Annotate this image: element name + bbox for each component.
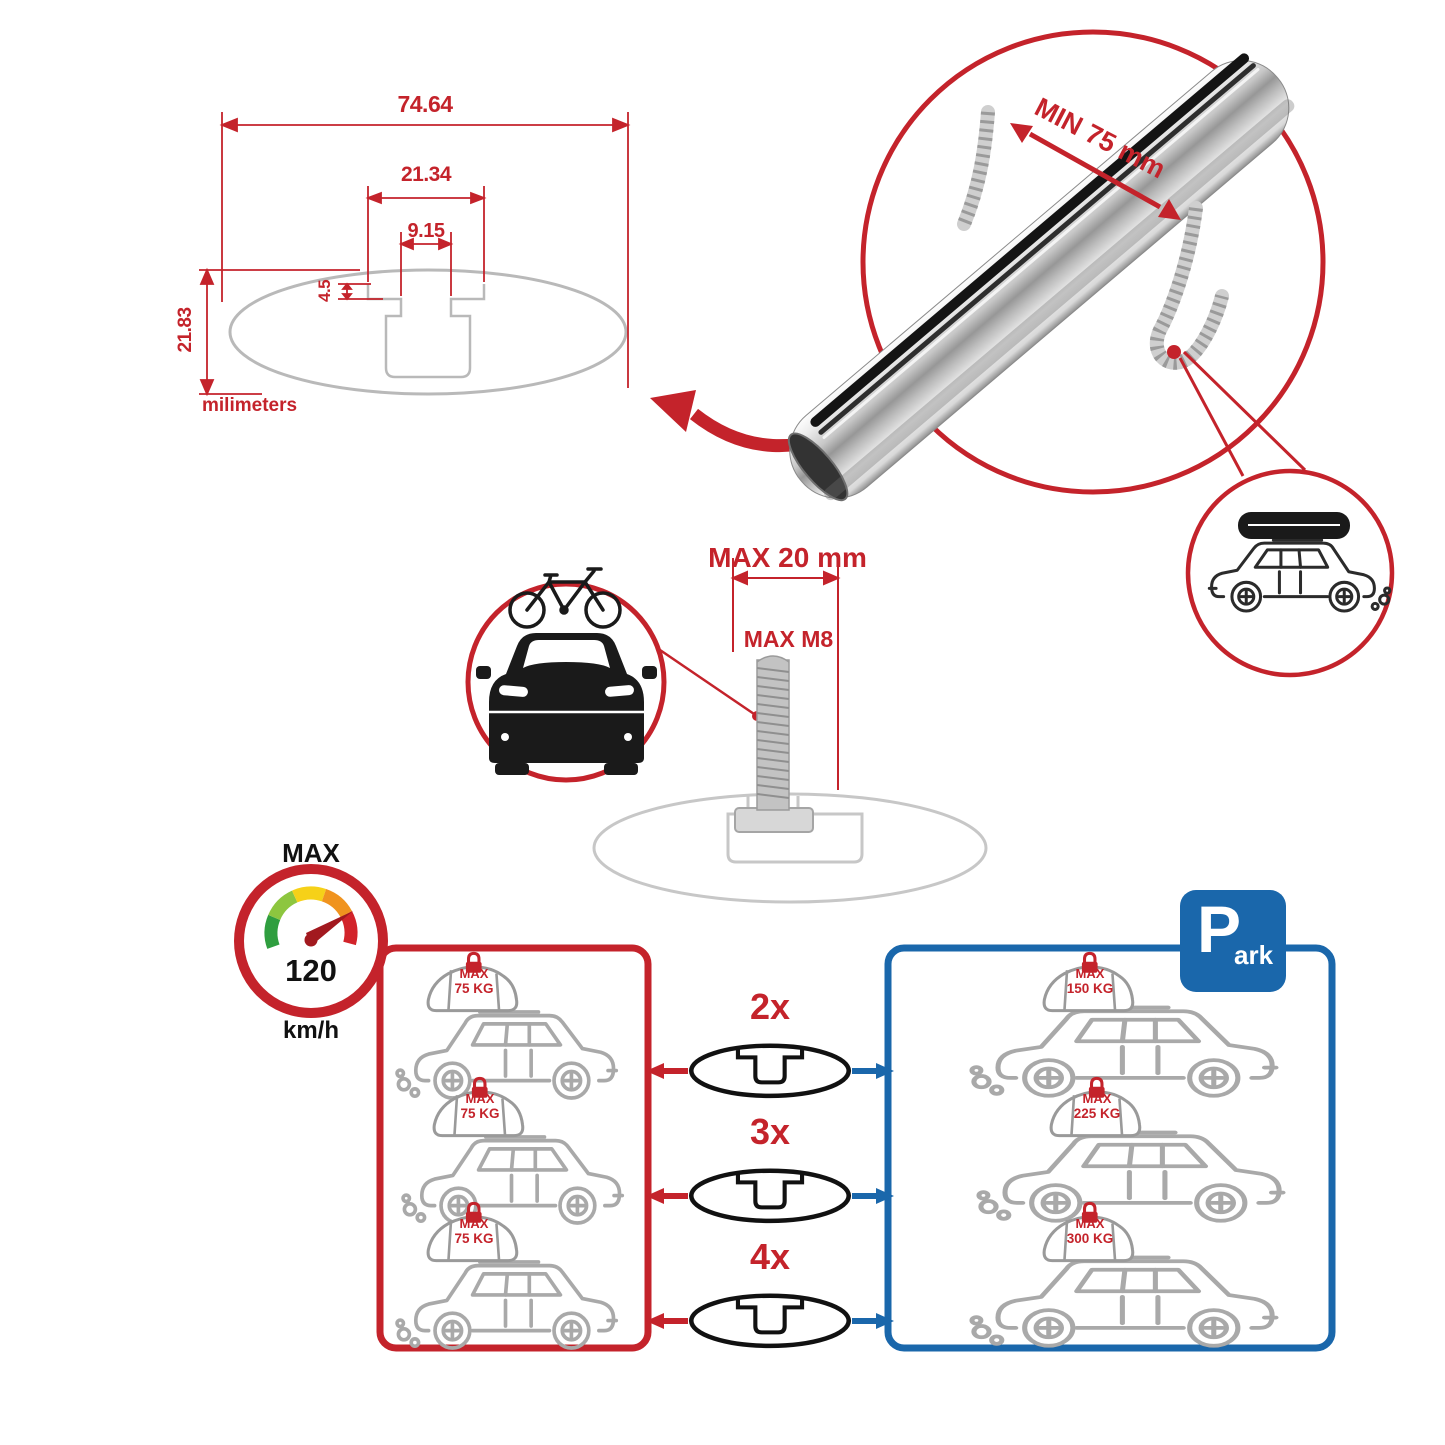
crossbar-section-icon xyxy=(691,1171,849,1221)
dimension-lines xyxy=(199,112,631,397)
bolt-icon xyxy=(734,655,814,833)
crossbar-section-icon xyxy=(691,1046,849,1096)
bolt-max-thread-label: MAX M8 xyxy=(743,626,834,652)
min-75-arrow xyxy=(1010,123,1181,220)
unit-label: milimeters xyxy=(202,395,298,416)
callout-dot xyxy=(1167,345,1181,359)
bolt-section xyxy=(465,558,988,904)
multiplier-3x: 3x xyxy=(749,1111,791,1152)
dimension-slot-depth: 4.5 xyxy=(315,279,335,302)
parking-letter: P xyxy=(1196,892,1242,966)
bar-quantity-rows xyxy=(646,1046,894,1346)
clamp-rod-rear xyxy=(957,105,995,231)
crossbar-section-icon xyxy=(691,1296,849,1346)
aluminum-crossbar xyxy=(787,53,1295,502)
parking-suffix: ark xyxy=(1234,940,1274,970)
bike-icon xyxy=(508,567,622,629)
multiplier-4x: 4x xyxy=(749,1236,791,1277)
dimension-flange-width: 21.34 xyxy=(400,163,452,186)
bolt-dimension-lines xyxy=(730,558,841,790)
dimension-height: 21.83 xyxy=(175,307,197,353)
speed-max-label: MAX xyxy=(282,838,340,868)
suv-with-roofbox-icon xyxy=(1207,512,1392,613)
crossbar-cross-section-drawing xyxy=(199,112,866,453)
speed-unit: km/h xyxy=(282,1017,339,1044)
parking-sign xyxy=(1180,890,1286,992)
parked-load-panel xyxy=(884,944,1336,1352)
dimension-slot-width: 9.15 xyxy=(407,220,445,242)
car-front-icon xyxy=(476,633,657,775)
multiplier-2x: 2x xyxy=(749,986,791,1027)
bolt-max-length-label: MAX 20 mm xyxy=(708,542,867,573)
dimension-total-width: 74.64 xyxy=(397,91,453,117)
crossbar-detail-view xyxy=(787,29,1395,678)
clamp-rod-front xyxy=(1149,201,1229,370)
speed-value: 120 xyxy=(285,953,337,988)
speedometer-icon xyxy=(234,864,388,1018)
